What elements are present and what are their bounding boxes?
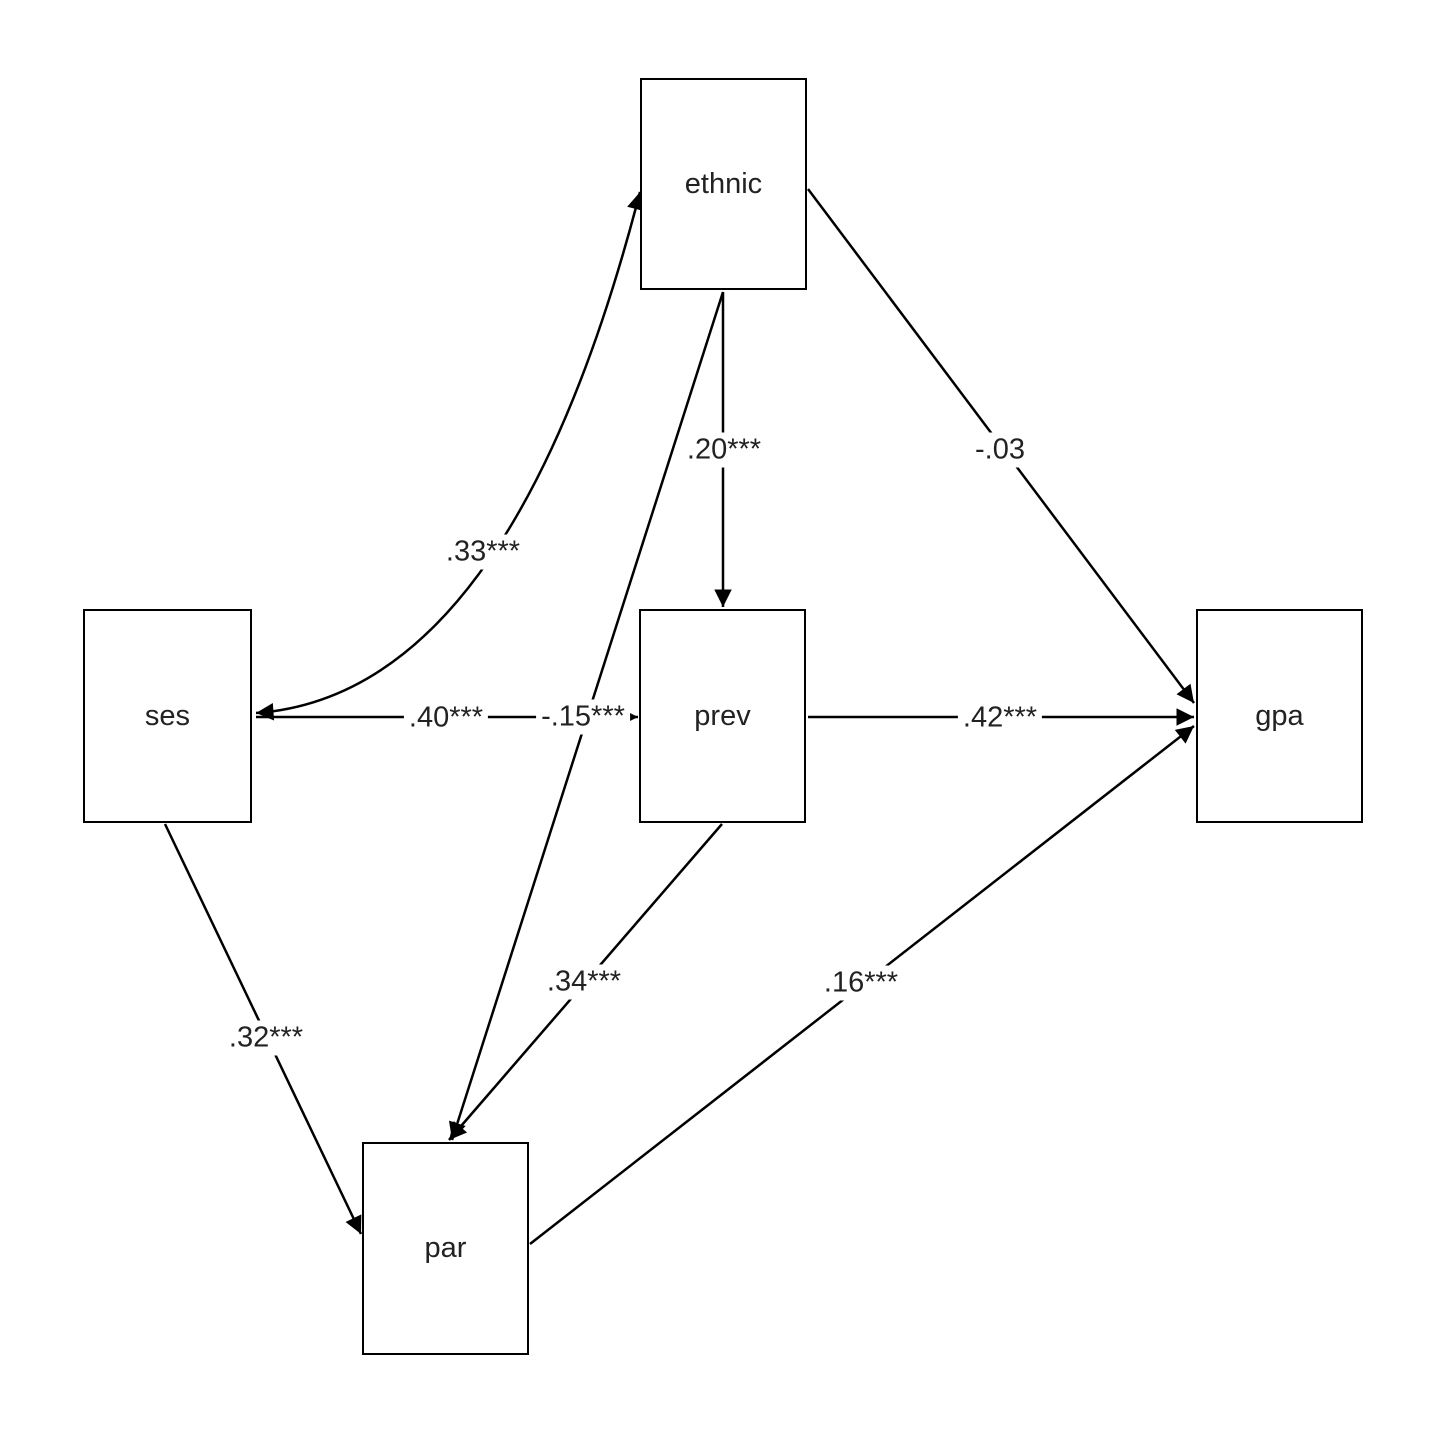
node-ses-label: ses (144, 699, 191, 732)
node-ses: ses (83, 609, 252, 823)
edge-label-ethnic-prev: .20*** (681, 432, 767, 468)
node-ethnic: ethnic (640, 78, 807, 290)
edge-label-ses-par: .32*** (223, 1020, 309, 1056)
node-ethnic-label: ethnic (684, 167, 763, 200)
node-prev-label: prev (694, 699, 751, 732)
edge-label-ses-ethnic: .33*** (440, 534, 526, 570)
node-par: par (362, 1142, 529, 1355)
edge-label-par-gpa: .16*** (818, 965, 904, 1001)
edge-label-ses-prev: .40*** (403, 700, 489, 736)
edge-ses-ethnic-covariance-curve (255, 191, 645, 721)
edge-label-ethnic-gpa: -.03 (970, 432, 1030, 468)
node-par-label: par (424, 1232, 467, 1264)
edge-label-prev-gpa: .42*** (957, 700, 1043, 736)
node-prev: prev (639, 609, 806, 823)
node-gpa: gpa (1196, 609, 1363, 823)
edge-label-prev-par: .34*** (541, 964, 627, 1000)
edge-label-ethnic-par: -.15*** (536, 699, 630, 735)
node-gpa-label: gpa (1255, 699, 1304, 732)
